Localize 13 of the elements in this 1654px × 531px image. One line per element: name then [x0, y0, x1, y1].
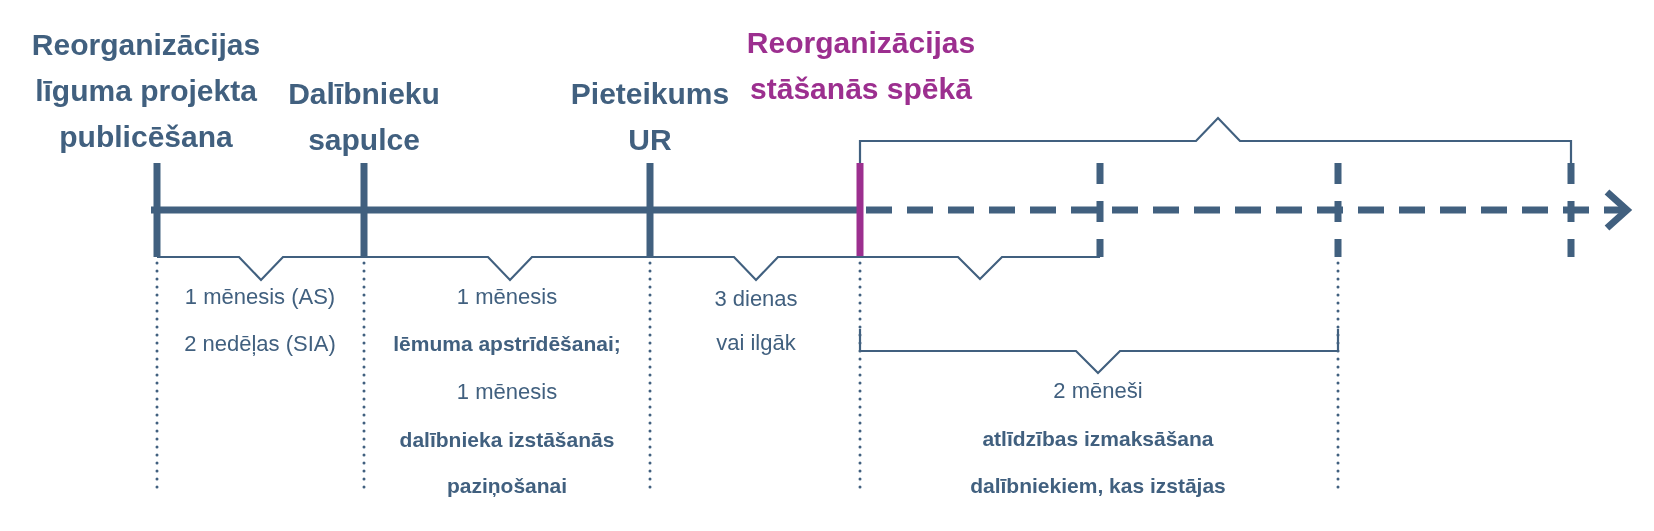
- duration-label: 2 mēneši: [1052, 377, 1144, 405]
- duration-label: 3 dienas vai ilgāk: [713, 285, 799, 357]
- purpose-label: dalībnieka izstāšanās paziņošanai: [398, 427, 616, 499]
- event-label: Reorganizācijas līguma projekta publicēšana: [30, 27, 262, 155]
- purpose-label: atlīdzības izmaksāšana dalībniekiem, kas izstājas: [969, 425, 1227, 499]
- event-label: Dalībnieku sapulce: [287, 76, 441, 158]
- duration-label: 2 nedēļas (SIA): [183, 330, 337, 358]
- purpose-label: lēmuma apstrīdēšanai;: [392, 331, 622, 357]
- event-label: Reorganizācijas stāšanās spēkā: [745, 25, 977, 107]
- event-label: Pieteikums UR: [569, 76, 731, 158]
- duration-label: 1 mēnesis: [455, 378, 559, 406]
- duration-label: 1 mēnesis: [455, 283, 559, 311]
- duration-label: 1 mēnesis (AS): [183, 283, 337, 311]
